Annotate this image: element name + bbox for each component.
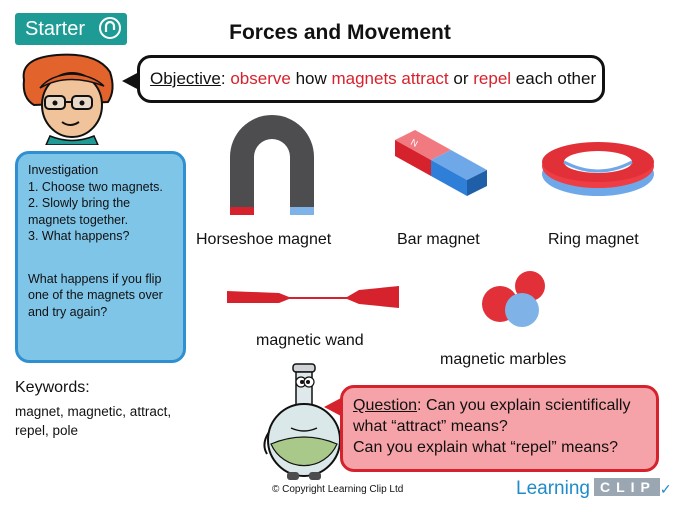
- question-label: Question: [353, 397, 418, 414]
- brand-text: Learning: [516, 478, 590, 499]
- investigation-step: 2. Slowly bring the magnets together.: [28, 196, 131, 227]
- magnetic-wand-label: magnetic wand: [256, 332, 364, 349]
- investigation-heading: Investigation: [28, 163, 99, 177]
- check-icon: ✓: [659, 481, 672, 497]
- ring-magnet-image: [542, 142, 654, 196]
- bar-magnet-label: Bar magnet: [397, 231, 480, 248]
- objective-word: how: [295, 69, 327, 88]
- bubble-tail: [324, 398, 341, 416]
- investigation-box: Investigation 1. Choose two magnets. 2. …: [15, 151, 186, 363]
- question-line: Can you explain what “repel” means?: [353, 439, 619, 456]
- objective-bubble: Objective: observe how magnets attract o…: [137, 55, 605, 103]
- magnet-icon: [99, 17, 121, 39]
- objective-word: or: [453, 69, 469, 88]
- magnetic-marbles-image: [482, 271, 545, 327]
- question-line: : Can you explain scientifically: [417, 397, 631, 414]
- magnetic-marbles-label: magnetic marbles: [440, 351, 567, 368]
- keywords-list: magnet, magnetic, attract, repel, pole: [15, 404, 172, 438]
- question-line: what “attract” means?: [353, 418, 508, 435]
- objective-word: observe: [230, 69, 291, 88]
- objective-word: repel: [473, 69, 512, 88]
- ring-magnet-label: Ring magnet: [548, 231, 639, 248]
- investigation-step: 3. What happens?: [28, 229, 130, 243]
- keywords-heading: Keywords:: [15, 379, 90, 396]
- investigation-step: 1. Choose two magnets.: [28, 179, 163, 194]
- objective-word: each other: [515, 69, 597, 88]
- starter-label: Starter: [25, 18, 86, 40]
- investigation-followup: What happens if you flip one of the magn…: [28, 271, 163, 319]
- objective-sep: :: [220, 69, 226, 88]
- flask-character-illustration: [263, 363, 343, 480]
- horseshoe-magnet-label: Horseshoe magnet: [196, 231, 332, 248]
- bar-magnet-n-label: N: [409, 137, 419, 149]
- brand-clip-text: CLIP: [593, 478, 660, 496]
- question-bubble: Question: Can you explain scientifically…: [340, 385, 659, 472]
- copyright-text: © Copyright Learning Clip Ltd: [272, 484, 404, 495]
- page-title: Forces and Movement: [229, 21, 451, 44]
- teacher-character-illustration: [22, 53, 114, 145]
- horseshoe-magnet-image: [230, 115, 314, 215]
- objective-word: magnets attract: [331, 69, 449, 88]
- bar-magnet-image: N: [395, 130, 487, 196]
- starter-tab: Starter: [15, 13, 127, 45]
- objective-label: Objective: [150, 69, 221, 88]
- magnetic-wand-image: [227, 286, 399, 308]
- bubble-tail: [122, 72, 139, 90]
